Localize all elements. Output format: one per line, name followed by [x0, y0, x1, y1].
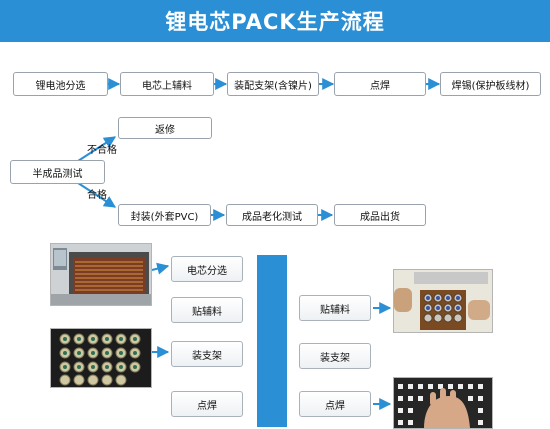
step-label: 装支架 — [192, 350, 222, 362]
title-banner: 锂电芯PACK生产流程 — [0, 0, 550, 42]
step-assemble-bracket: 装配支架(含镍片) — [227, 72, 319, 96]
step-label: 点焊 — [197, 400, 217, 412]
step-label: 点焊 — [325, 400, 345, 412]
step-label: 装配支架(含镍片) — [234, 80, 312, 92]
step-cell-auxiliary: 电芯上辅料 — [120, 72, 214, 96]
step-spot-weld: 点焊 — [334, 72, 426, 96]
center-divider-bar — [257, 255, 287, 427]
battery-cells-photo — [50, 328, 152, 388]
step-label: 半成品测试 — [32, 168, 83, 180]
step-label: 贴辅料 — [320, 304, 350, 316]
fail-label: 不合格 — [87, 145, 117, 156]
step-aging-test: 成品老化测试 — [226, 204, 318, 226]
step-label: 成品出货 — [360, 211, 400, 223]
left-step-bracket: 装支架 — [171, 341, 243, 367]
right-step-weld: 点焊 — [299, 391, 371, 417]
step-label: 贴辅料 — [192, 306, 222, 318]
step-cell-sorting: 锂电池分选 — [13, 72, 108, 96]
arrow-fail — [77, 136, 117, 162]
pass-label: 合格 — [87, 190, 107, 201]
step-label: 锂电池分选 — [35, 80, 86, 92]
auxiliary-material-photo — [393, 269, 493, 333]
right-step-auxiliary: 贴辅料 — [299, 295, 371, 321]
step-label: 焊锡(保护板线材) — [451, 80, 530, 92]
sorting-machine-photo — [50, 243, 152, 306]
step-label: 返修 — [155, 124, 175, 136]
left-step-sorting: 电芯分选 — [171, 256, 243, 282]
page-title: 锂电芯PACK生产流程 — [165, 10, 385, 34]
step-label: 成品老化测试 — [242, 211, 302, 223]
arrow-pass — [77, 182, 117, 208]
arrow-photo-1 — [151, 262, 170, 275]
step-semi-test: 半成品测试 — [10, 160, 105, 184]
step-label: 装支架 — [320, 352, 350, 364]
step-label: 封装(外套PVC) — [130, 211, 199, 223]
right-step-bracket: 装支架 — [299, 343, 371, 369]
step-soldering: 焊锡(保护板线材) — [440, 72, 541, 96]
step-label: 电芯分选 — [187, 265, 227, 277]
left-step-auxiliary: 贴辅料 — [171, 297, 243, 323]
step-label: 点焊 — [370, 80, 390, 92]
step-label: 电芯上辅料 — [142, 80, 192, 92]
step-shipping: 成品出货 — [334, 204, 426, 226]
spot-welding-photo — [393, 377, 493, 429]
step-rework: 返修 — [118, 117, 212, 139]
left-step-weld: 点焊 — [171, 391, 243, 417]
step-package: 封装(外套PVC) — [118, 204, 211, 226]
